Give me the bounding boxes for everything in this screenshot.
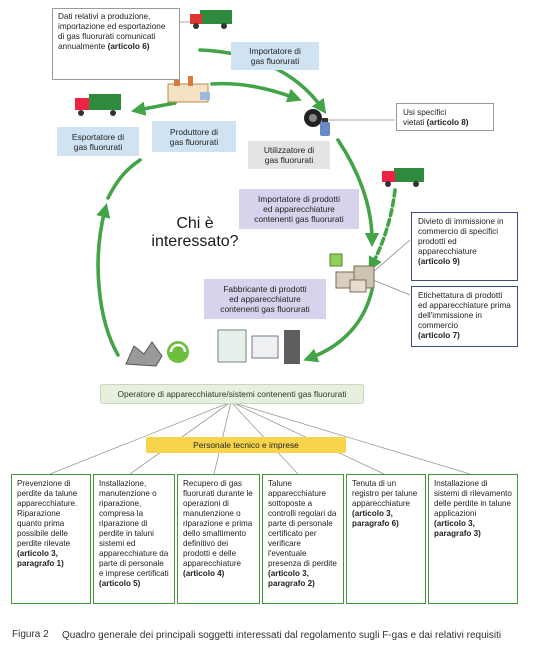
- node-fabbricante-prodotti: Fabbricante di prodotti ed apparecchiatu…: [204, 279, 326, 319]
- requirement-ref: (articolo 3, paragrafo 3): [434, 519, 481, 538]
- note-dati-produzione: Dati relativi a produzione, importazione…: [52, 8, 180, 80]
- arrow-left-up: [96, 203, 120, 357]
- scrap-metal-icon: [125, 341, 163, 367]
- packages-icon: [335, 265, 375, 293]
- requirement-ref: (articolo 5): [99, 579, 141, 588]
- node-esportatore-gas: Esportatore di gas fluorurati: [57, 127, 139, 156]
- note-usi-specifici-text: Usi specifici vietati: [403, 108, 447, 127]
- requirement-text: Recupero di gas fluorurati durante le op…: [183, 479, 253, 568]
- requirement-text: Tenuta di un registro per talune apparec…: [352, 479, 418, 508]
- label-icon: [329, 253, 343, 267]
- requirement-box-5: Tenuta di un registro per talune apparec…: [346, 474, 426, 604]
- requirement-text: Talune apparecchiature sottoposte a cont…: [268, 479, 337, 568]
- note-divieto-text: Divieto di immissione in commercio di sp…: [418, 217, 504, 256]
- requirement-ref: (articolo 3, paragrafo 6): [352, 509, 399, 528]
- figure-caption: Quadro generale dei principali soggetti …: [62, 630, 502, 641]
- requirement-text: Installazione, manutenzione o riparazion…: [99, 479, 169, 578]
- tyre-icon: [304, 109, 322, 127]
- arrow-left-curve: [106, 158, 142, 200]
- requirement-text: Prevenzione di perdite da talune apparec…: [17, 479, 78, 548]
- requirement-text: Installazione di sistemi di rilevamento …: [434, 479, 512, 518]
- note-dati-produzione-ref: (articolo 6): [107, 42, 150, 51]
- operator-bar: Operatore di apparecchiature/sistemi con…: [100, 384, 364, 404]
- personale-bar: Personale tecnico e imprese: [146, 437, 346, 453]
- requirement-ref: (articolo 3, paragrafo 1): [17, 549, 64, 568]
- requirement-box-1: Prevenzione di perdite da talune apparec…: [11, 474, 91, 604]
- center-question: Chi è interessato?: [151, 215, 239, 250]
- note-etichettatura-text: Etichettatura di prodotti ed apparecchia…: [418, 291, 511, 330]
- truck-icon: [382, 168, 424, 187]
- recycle-icon: [167, 341, 189, 363]
- note-etichettatura: Etichettatura di prodotti ed apparecchia…: [411, 286, 518, 347]
- note-etichettatura-ref: (articolo 7): [418, 331, 460, 340]
- spray-can-icon: [320, 118, 330, 136]
- truck-icon: [190, 10, 232, 29]
- node-importatore-gas: Importatore di gas fluorurati: [231, 42, 319, 70]
- note-usi-specifici: Usi specifici vietati (articolo 8): [396, 103, 494, 131]
- arrow-right-upper: [336, 138, 380, 248]
- cycle-arrows: [96, 48, 397, 363]
- note-divieto-immissione: Divieto di immissione in commercio di sp…: [411, 212, 518, 281]
- note-divieto-ref: (articolo 9): [418, 257, 460, 266]
- requirement-ref: (articolo 4): [183, 569, 225, 578]
- requirement-ref: (articolo 3, paragrafo 2): [268, 569, 315, 588]
- note-dati-produzione-text: Dati relativi a produzione, importazione…: [58, 12, 166, 51]
- requirement-box-3: Recupero di gas fluorurati durante le op…: [177, 474, 260, 604]
- truck-icon: [75, 94, 121, 116]
- arrow-truck-products: [368, 188, 397, 272]
- arrow-producer-exporter: [130, 101, 177, 116]
- requirement-box-2: Installazione, manutenzione o riparazion…: [93, 474, 175, 604]
- node-importatore-prodotti: Importatore di prodotti ed apparecchiatu…: [239, 189, 359, 229]
- figure-label: Figura 2: [12, 629, 49, 640]
- appliances-icon: [217, 329, 300, 364]
- note-usi-specifici-ref: (articolo 8): [426, 118, 469, 127]
- node-utilizzatore-gas: Utilizzatore di gas fluorurati: [248, 141, 330, 169]
- requirement-box-4: Talune apparecchiature sottoposte a cont…: [262, 474, 344, 604]
- arrow-right-lower: [303, 288, 374, 363]
- arrow-producer-top: [210, 81, 302, 103]
- requirement-box-6: Installazione di sistemi di rilevamento …: [428, 474, 518, 604]
- node-produttore-gas: Produttore di gas fluorurati: [152, 121, 236, 152]
